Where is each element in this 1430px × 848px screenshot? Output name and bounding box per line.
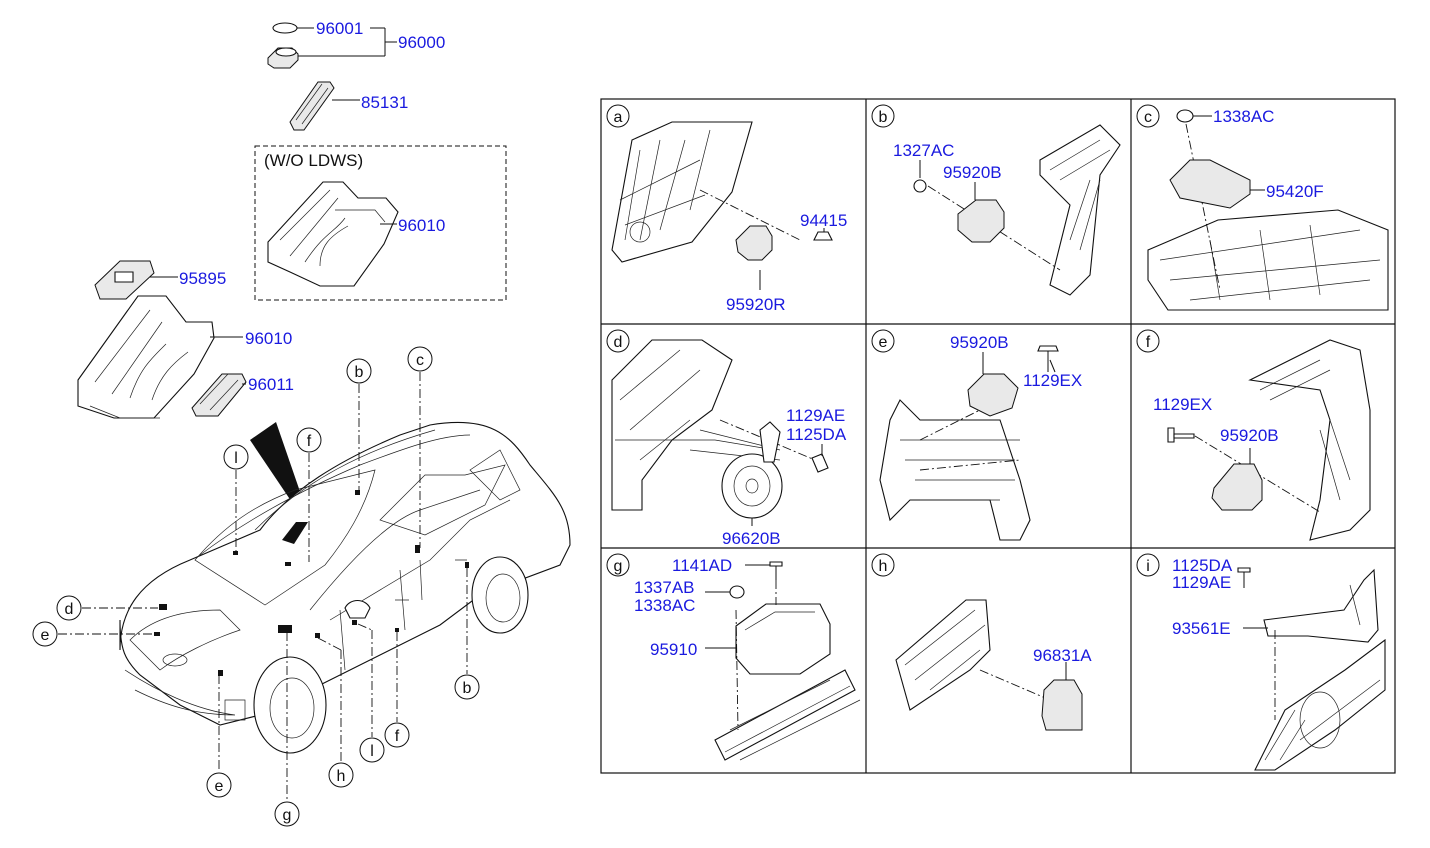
part-96010-wo-ldws[interactable]: 96010 bbox=[398, 216, 445, 235]
car-leader-lines bbox=[58, 372, 468, 801]
panel-b-label: b bbox=[871, 104, 895, 128]
panel-d: 1129AE 1125DA 96620B bbox=[611, 339, 847, 548]
callout-l-lower[interactable]: l bbox=[359, 737, 385, 763]
callout-b-lower[interactable]: b bbox=[454, 674, 480, 700]
sensor-96001-group: 96001 96000 bbox=[267, 19, 445, 69]
svg-text:h: h bbox=[879, 558, 888, 575]
part-85131[interactable]: 85131 bbox=[361, 93, 408, 112]
part-1141AD[interactable]: 1141AD bbox=[672, 556, 732, 575]
svg-text:l: l bbox=[234, 450, 238, 467]
car-callouts: l f b c d e b e g h l f bbox=[32, 346, 480, 827]
svg-text:f: f bbox=[395, 728, 400, 745]
svg-text:b: b bbox=[463, 680, 472, 697]
callout-f-lower[interactable]: f bbox=[384, 722, 410, 748]
part-1337AB[interactable]: 1337AB bbox=[634, 578, 695, 597]
svg-text:e: e bbox=[879, 334, 888, 351]
svg-text:l: l bbox=[370, 743, 374, 760]
part-1327AC[interactable]: 1327AC bbox=[893, 141, 954, 160]
part-95920B-f[interactable]: 95920B bbox=[1220, 426, 1279, 445]
part-96831A[interactable]: 96831A bbox=[1033, 646, 1092, 665]
part-95420F[interactable]: 95420F bbox=[1266, 182, 1324, 201]
svg-text:g: g bbox=[283, 807, 292, 824]
wo-ldws-label: (W/O LDWS) bbox=[264, 151, 363, 170]
panel-i-label: i bbox=[1136, 553, 1160, 577]
svg-text:b: b bbox=[879, 109, 888, 126]
detail-grid bbox=[600, 98, 1396, 774]
part-1125DA-i[interactable]: 1125DA bbox=[1172, 556, 1233, 575]
part-1129AE-d[interactable]: 1129AE bbox=[786, 406, 845, 425]
panel-e: 95920B 1129EX bbox=[879, 333, 1082, 541]
callout-d[interactable]: d bbox=[56, 595, 82, 621]
cover-96010-group: 96010 bbox=[77, 295, 292, 419]
panel-g: 1141AD 1337AB 1338AC 95910 bbox=[634, 556, 861, 761]
svg-text:e: e bbox=[215, 778, 224, 795]
part-96620B[interactable]: 96620B bbox=[722, 529, 781, 548]
part-95920B-e[interactable]: 95920B bbox=[950, 333, 1009, 352]
panel-g-label: g bbox=[606, 553, 630, 577]
part-95910[interactable]: 95910 bbox=[650, 640, 697, 659]
camera-95895-group: 95895 bbox=[94, 260, 226, 300]
svg-text:g: g bbox=[614, 558, 623, 575]
svg-text:i: i bbox=[1146, 558, 1150, 575]
callout-b-upper[interactable]: b bbox=[346, 358, 372, 384]
part-1129AE-i[interactable]: 1129AE bbox=[1172, 573, 1231, 592]
part-1338AC-c[interactable]: 1338AC bbox=[1213, 107, 1274, 126]
callout-e-lower[interactable]: e bbox=[206, 772, 232, 798]
svg-text:b: b bbox=[355, 364, 364, 381]
panel-h-label: h bbox=[871, 553, 895, 577]
panel-i: 1125DA 1129AE 93561E bbox=[1172, 556, 1386, 771]
panel-c-label: c bbox=[1136, 104, 1160, 128]
svg-text:e: e bbox=[41, 627, 50, 644]
callout-f-upper[interactable]: f bbox=[296, 427, 322, 453]
part-93561E[interactable]: 93561E bbox=[1172, 619, 1231, 638]
svg-text:a: a bbox=[614, 109, 623, 126]
vehicle-illustration bbox=[119, 421, 571, 754]
part-1129EX-e[interactable]: 1129EX bbox=[1023, 371, 1082, 390]
callout-l-upper[interactable]: l bbox=[223, 444, 249, 470]
panel-a-label: a bbox=[606, 104, 630, 128]
svg-text:f: f bbox=[1146, 334, 1151, 351]
panel-f-label: f bbox=[1136, 329, 1160, 353]
svg-text:d: d bbox=[614, 334, 623, 351]
svg-text:d: d bbox=[65, 601, 74, 618]
panel-c: 1338AC 95420F bbox=[1147, 107, 1389, 311]
svg-text:c: c bbox=[416, 352, 424, 369]
panel-b: 1327AC 95920B bbox=[893, 124, 1121, 296]
part-1338AC-g[interactable]: 1338AC bbox=[634, 596, 695, 615]
part-96010[interactable]: 96010 bbox=[245, 329, 292, 348]
callout-h[interactable]: h bbox=[328, 762, 354, 788]
callout-g[interactable]: g bbox=[274, 801, 300, 827]
panel-f: 1129EX 95920B bbox=[1153, 339, 1371, 541]
bracket-85131-group: 85131 bbox=[289, 81, 408, 131]
panel-d-label: d bbox=[606, 329, 630, 353]
svg-text:c: c bbox=[1144, 109, 1152, 126]
wo-ldws-box: (W/O LDWS) 96010 bbox=[254, 145, 507, 301]
part-95895[interactable]: 95895 bbox=[179, 269, 226, 288]
part-94415[interactable]: 94415 bbox=[800, 211, 847, 230]
svg-text:h: h bbox=[337, 768, 346, 785]
panel-a: 94415 95920R bbox=[611, 121, 847, 314]
part-95920R[interactable]: 95920R bbox=[726, 295, 786, 314]
panel-letters: a b c d e f g h i bbox=[606, 104, 1160, 577]
part-1125DA-d[interactable]: 1125DA bbox=[786, 425, 847, 444]
part-96000[interactable]: 96000 bbox=[398, 33, 445, 52]
callout-c[interactable]: c bbox=[407, 346, 433, 372]
panel-h: 96831A bbox=[895, 599, 1092, 731]
svg-text:f: f bbox=[307, 433, 312, 450]
part-1129EX-f[interactable]: 1129EX bbox=[1153, 395, 1212, 414]
part-96011[interactable]: 96011 bbox=[248, 375, 294, 394]
panel-e-label: e bbox=[871, 329, 895, 353]
cover-96011-group: 96011 bbox=[191, 373, 294, 417]
part-95920B-b[interactable]: 95920B bbox=[943, 163, 1002, 182]
part-96001[interactable]: 96001 bbox=[316, 19, 363, 38]
callout-e-left[interactable]: e bbox=[32, 621, 58, 647]
